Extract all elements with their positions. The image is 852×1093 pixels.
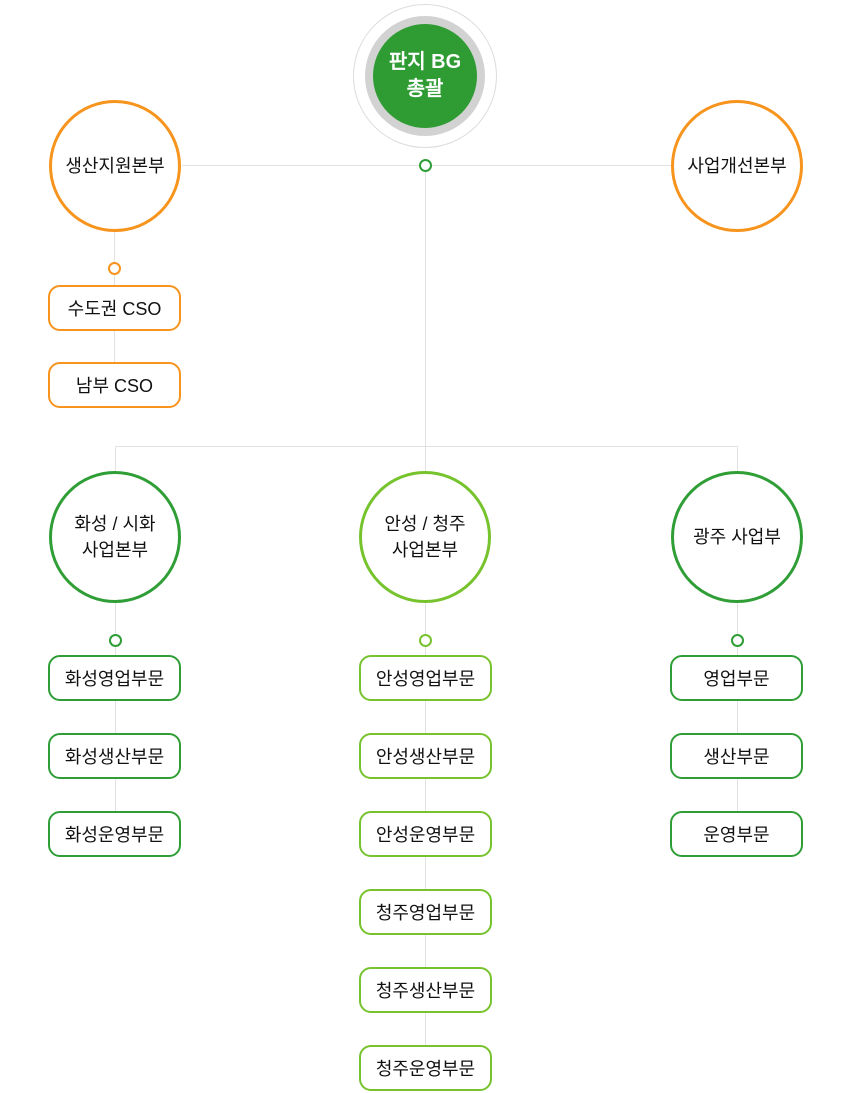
root-label-line1: 판지 BG — [388, 51, 462, 73]
node-hwaseong-operations: 화성운영부문 — [48, 811, 181, 857]
node-production-support-hq: 생산지원본부 — [49, 100, 181, 232]
node-gwangju-sales: 영업부문 — [670, 655, 803, 701]
node-label: 안성생산부문 — [375, 747, 476, 767]
connector-center-vertical — [425, 171, 426, 446]
node-anseong-operations: 안성운영부문 — [359, 811, 492, 857]
node-hwaseong-sales: 화성영업부문 — [48, 655, 181, 701]
node-label: 안성운영부문 — [375, 825, 476, 845]
node-label: 안성영업부문 — [375, 669, 476, 689]
node-gwangju-division: 광주 사업부 — [671, 471, 803, 603]
node-label: 사업개선본부 — [687, 155, 787, 176]
node-cheongju-sales: 청주영업부문 — [359, 889, 492, 935]
root-label-line2: 총괄 — [406, 78, 444, 100]
node-label-line2: 사업본부 — [391, 540, 459, 560]
ring-cso-connector — [108, 262, 121, 275]
node-label: 수도권 CSO — [67, 299, 162, 319]
node-business-improvement-hq: 사업개선본부 — [671, 100, 803, 232]
root-node-ring: 판지 BG 총괄 — [365, 16, 485, 136]
node-sudogwon-cso: 수도권 CSO — [48, 285, 181, 331]
node-label: 청주생산부문 — [375, 981, 476, 1001]
ring-anseong-connector — [419, 634, 432, 647]
node-gwangju-operations: 운영부문 — [670, 811, 803, 857]
connector-hwaseong-column — [115, 603, 116, 833]
node-label: 남부 CSO — [75, 376, 154, 396]
node-label: 청주운영부문 — [375, 1059, 476, 1079]
connector-drop-left — [115, 446, 116, 473]
node-gwangju-production: 생산부문 — [670, 733, 803, 779]
node-anseong-production: 안성생산부문 — [359, 733, 492, 779]
connector-gwangju-column — [737, 603, 738, 833]
node-label-line2: 사업본부 — [81, 540, 149, 560]
node-label: 생산지원본부 — [65, 155, 165, 176]
connector-drop-right — [737, 446, 738, 473]
node-nambu-cso: 남부 CSO — [48, 362, 181, 408]
node-label: 청주영업부문 — [375, 903, 476, 923]
node-label: 운영부문 — [703, 825, 770, 845]
node-cheongju-operations: 청주운영부문 — [359, 1045, 492, 1091]
ring-hwaseong-connector — [109, 634, 122, 647]
node-label: 화성생산부문 — [64, 747, 165, 767]
root-node-circle: 판지 BG 총괄 — [373, 24, 477, 128]
node-label-line1: 광주 사업부 — [693, 526, 781, 547]
ring-gwangju-connector — [731, 634, 744, 647]
node-hwaseong-production: 화성생산부문 — [48, 733, 181, 779]
node-cheongju-production: 청주생산부문 — [359, 967, 492, 1013]
root-node: 판지 BG 총괄 — [353, 4, 497, 148]
connector-drop-center — [425, 446, 426, 473]
node-label-line1: 안성 / 청주 — [384, 513, 466, 534]
node-label: 화성운영부문 — [64, 825, 165, 845]
connector-mid-horizontal — [115, 446, 737, 447]
node-label-line1: 화성 / 시화 — [74, 513, 156, 534]
node-label: 영업부문 — [703, 669, 770, 689]
ring-root-connector — [419, 159, 432, 172]
node-label: 생산부문 — [703, 747, 770, 767]
node-label: 화성영업부문 — [64, 669, 165, 689]
node-anseong-cheongju-division: 안성 / 청주 사업본부 — [359, 471, 491, 603]
node-hwaseong-sihwa-division: 화성 / 시화 사업본부 — [49, 471, 181, 603]
node-anseong-sales: 안성영업부문 — [359, 655, 492, 701]
